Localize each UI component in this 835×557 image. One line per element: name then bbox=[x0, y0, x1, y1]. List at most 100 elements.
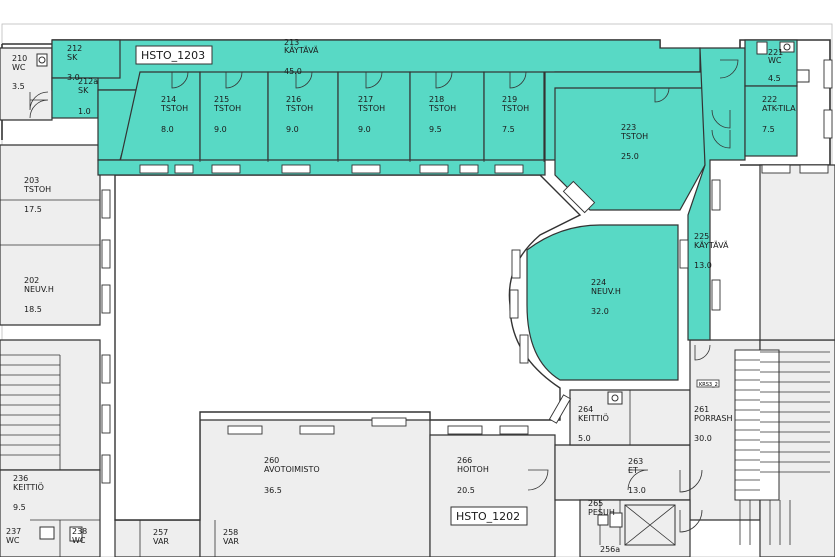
svg-text:263: 263 bbox=[628, 457, 643, 466]
svg-text:VAR: VAR bbox=[223, 537, 239, 546]
svg-text:TSTOH: TSTOH bbox=[160, 104, 188, 113]
svg-text:TSTOH: TSTOH bbox=[285, 104, 313, 113]
room-label-256a: 256a bbox=[600, 545, 620, 554]
svg-text:KÄYTÄVÄ: KÄYTÄVÄ bbox=[694, 240, 729, 250]
svg-text:216: 216 bbox=[286, 95, 301, 104]
svg-text:30.0: 30.0 bbox=[694, 434, 712, 443]
svg-text:223: 223 bbox=[621, 123, 636, 132]
room-212[interactable] bbox=[51, 39, 121, 79]
svg-text:TSTOH: TSTOH bbox=[23, 185, 51, 194]
svg-text:212a: 212a bbox=[78, 77, 98, 86]
zone-tag-box-1202 bbox=[450, 506, 528, 526]
svg-text:WC: WC bbox=[6, 536, 20, 545]
svg-text:3.5: 3.5 bbox=[12, 82, 25, 91]
svg-text:218: 218 bbox=[429, 95, 444, 104]
svg-text:261: 261 bbox=[694, 405, 709, 414]
svg-text:13.0: 13.0 bbox=[694, 261, 712, 270]
svg-text:25.0: 25.0 bbox=[621, 152, 639, 161]
zone-hsto-1203 bbox=[51, 39, 798, 381]
zone-tag-hsto-1203: HSTO_1203 bbox=[141, 49, 205, 62]
stairs bbox=[0, 349, 830, 546]
svg-text:221: 221 bbox=[768, 48, 783, 57]
svg-text:9.5: 9.5 bbox=[13, 503, 26, 512]
svg-text:212: 212 bbox=[67, 44, 82, 53]
room-218[interactable] bbox=[409, 71, 485, 163]
svg-text:17.5: 17.5 bbox=[24, 205, 42, 214]
room-215[interactable] bbox=[199, 71, 269, 163]
svg-text:45.0: 45.0 bbox=[284, 67, 302, 76]
svg-text:215: 215 bbox=[214, 95, 229, 104]
svg-text:264: 264 bbox=[578, 405, 593, 414]
svg-text:9.0: 9.0 bbox=[286, 125, 299, 134]
svg-text:TSTOH: TSTOH bbox=[501, 104, 529, 113]
svg-text:18.5: 18.5 bbox=[24, 305, 42, 314]
svg-text:224: 224 bbox=[591, 278, 606, 287]
svg-text:258: 258 bbox=[223, 528, 238, 537]
room-216[interactable] bbox=[267, 71, 339, 163]
room-222[interactable] bbox=[744, 85, 798, 157]
svg-text:266: 266 bbox=[457, 456, 472, 465]
svg-text:202: 202 bbox=[24, 276, 39, 285]
svg-text:222: 222 bbox=[762, 95, 777, 104]
svg-text:NEUV.H: NEUV.H bbox=[591, 287, 621, 296]
room-224[interactable] bbox=[526, 224, 679, 381]
svg-text:7.5: 7.5 bbox=[762, 125, 775, 134]
svg-text:TSTOH: TSTOH bbox=[428, 104, 456, 113]
svg-text:TSTOH: TSTOH bbox=[213, 104, 241, 113]
svg-text:20.5: 20.5 bbox=[457, 486, 475, 495]
svg-text:4.5: 4.5 bbox=[768, 74, 781, 83]
svg-text:210: 210 bbox=[12, 54, 27, 63]
svg-text:PESUH: PESUH bbox=[588, 508, 615, 517]
fixtures bbox=[36, 41, 810, 542]
svg-text:KÄYTÄVÄ: KÄYTÄVÄ bbox=[284, 45, 319, 55]
svg-text:PORRASH: PORRASH bbox=[694, 414, 732, 423]
svg-text:260: 260 bbox=[264, 456, 279, 465]
room-217[interactable] bbox=[337, 71, 411, 163]
small-tag-box bbox=[696, 379, 720, 388]
windows bbox=[101, 59, 833, 484]
svg-text:237: 237 bbox=[6, 527, 21, 536]
svg-text:217: 217 bbox=[358, 95, 373, 104]
svg-text:ATK-TILA: ATK-TILA bbox=[762, 104, 796, 113]
svg-text:TSTOH: TSTOH bbox=[620, 132, 648, 141]
svg-text:ET: ET bbox=[628, 466, 638, 475]
svg-text:KEITTIÖ: KEITTIÖ bbox=[578, 413, 609, 423]
svg-text:225: 225 bbox=[694, 232, 709, 241]
svg-text:9.0: 9.0 bbox=[358, 125, 371, 134]
svg-text:WC: WC bbox=[768, 56, 782, 65]
zone-tag-box-1203 bbox=[135, 45, 213, 65]
room-219[interactable] bbox=[483, 71, 545, 163]
svg-text:257: 257 bbox=[153, 528, 168, 537]
svg-text:36.5: 36.5 bbox=[264, 486, 282, 495]
svg-text:WC: WC bbox=[72, 536, 86, 545]
svg-text:HOITOH: HOITOH bbox=[457, 465, 489, 474]
svg-text:TSTOH: TSTOH bbox=[357, 104, 385, 113]
svg-text:238: 238 bbox=[72, 527, 87, 536]
svg-text:214: 214 bbox=[161, 95, 176, 104]
